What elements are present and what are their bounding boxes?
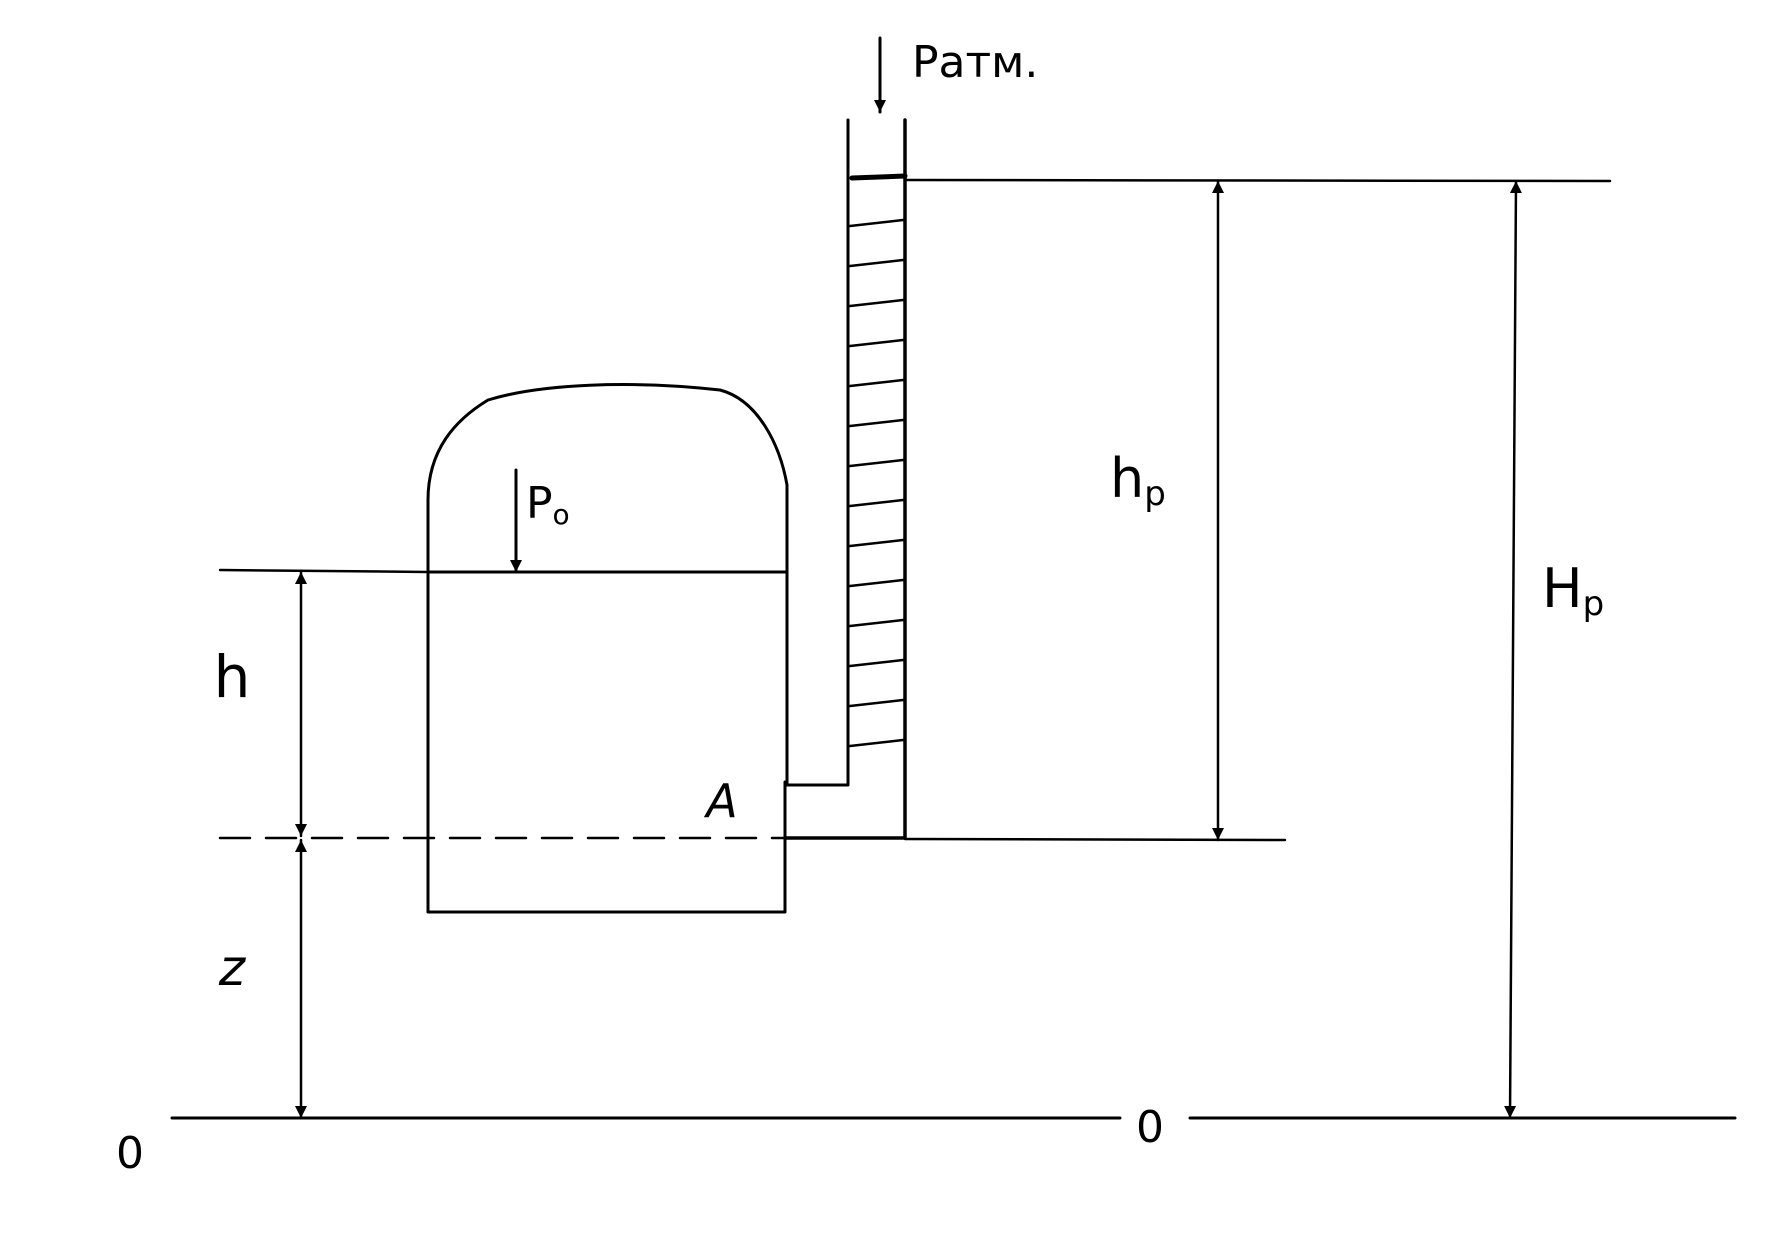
hatch-line (848, 418, 905, 428)
hatch-line (848, 338, 905, 348)
connecting-pipe (785, 118, 850, 787)
label-hp-sub: p (1144, 474, 1166, 514)
piezometric-level-line (903, 178, 1612, 183)
label-Hp: Hp (1542, 557, 1604, 624)
hatch-line (848, 738, 905, 748)
piezometer-liquid-hatching (848, 218, 905, 748)
label-z: z (218, 939, 247, 997)
label-p0: Po (526, 478, 570, 531)
hatch-line (848, 458, 905, 468)
hatch-line (848, 618, 905, 628)
label-h: h (214, 643, 251, 711)
free-surface-extension (218, 568, 430, 574)
dimension-Hp-arrow (1504, 179, 1522, 1120)
label-point-a: A (703, 774, 737, 828)
tank-outline (426, 383, 789, 914)
label-hp: hp (1110, 447, 1166, 514)
label-p0-main: P (526, 478, 553, 529)
label-hp-main: h (1110, 447, 1144, 510)
piezometer-meniscus (849, 173, 908, 181)
hatch-line (848, 698, 905, 708)
hatch-line (848, 258, 905, 268)
label-Hp-main: H (1542, 557, 1583, 620)
hatch-line (848, 578, 905, 588)
label-p0-sub: o (553, 498, 570, 531)
datum-label-left: 0 (116, 1128, 144, 1179)
datum-label-mid: 0 (1136, 1102, 1164, 1153)
hatch-line (848, 218, 905, 228)
hatch-line (848, 658, 905, 668)
hatch-line (848, 298, 905, 308)
point-a-level-right (903, 837, 1287, 842)
hatch-line (848, 498, 905, 508)
hatch-line (848, 538, 905, 548)
label-Hp-sub: p (1583, 584, 1605, 624)
hatch-line (848, 378, 905, 388)
pipe-bottom (783, 118, 907, 840)
label-p-atm: Pатм. (912, 37, 1038, 88)
